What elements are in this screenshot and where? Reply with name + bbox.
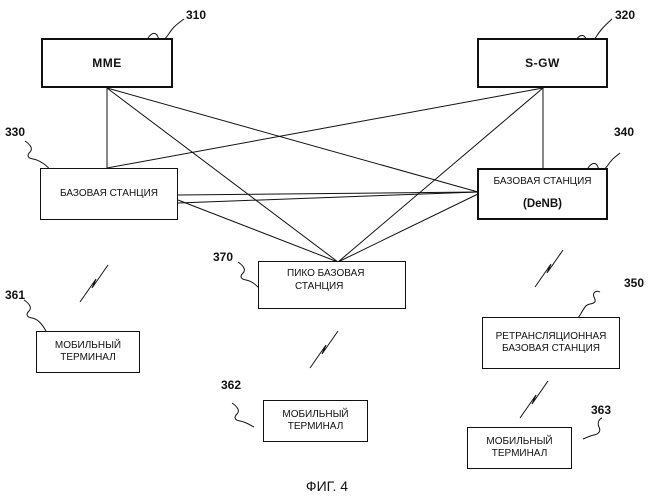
relay-base-station-node: РЕТРАНСЛЯЦИОННАЯ БАЗОВАЯ СТАНЦИЯ	[482, 317, 620, 369]
ref-leader-361	[24, 300, 46, 331]
ref-leader-350	[578, 291, 600, 318]
mme-label: MME	[92, 56, 122, 71]
ref-330: 330	[5, 125, 25, 139]
ref-350: 350	[624, 276, 644, 290]
ref-310: 310	[186, 8, 206, 22]
wireless-link-icon	[520, 381, 548, 418]
denb-node: БАЗОВАЯ СТАНЦИЯ (DeNB)	[477, 168, 608, 220]
pico-label-line1: ПИКО БАЗОВАЯ	[287, 268, 364, 281]
link-denb-pico	[338, 194, 478, 262]
ref-leader-363	[583, 418, 602, 439]
denb-label: БАЗОВАЯ СТАНЦИЯ	[494, 176, 592, 189]
ref-361: 361	[5, 288, 25, 302]
base-station-label: БАЗОВАЯ СТАНЦИЯ	[60, 188, 158, 201]
pico-base-station-node: ПИКО БАЗОВАЯ СТАНЦИЯ	[258, 261, 406, 309]
ref-leader-330	[25, 141, 51, 171]
ref-363: 363	[591, 403, 611, 417]
figure-caption: ФИГ. 4	[0, 478, 654, 494]
denb-sublabel: (DeNB)	[523, 197, 562, 211]
ref-340: 340	[614, 125, 634, 139]
wireless-link-icon	[80, 265, 108, 302]
mobile-terminal-361: МОБИЛЬНЫЙ ТЕРМИНАЛ	[36, 331, 140, 373]
mobile-terminal-363: МОБИЛЬНЫЙ ТЕРМИНАЛ	[467, 427, 572, 469]
mobile-361-label-line2: ТЕРМИНАЛ	[60, 352, 116, 365]
relay-label-line1: РЕТРАНСЛЯЦИОННАЯ	[496, 331, 607, 344]
mobile-terminal-362: МОБИЛЬНЫЙ ТЕРМИНАЛ	[263, 400, 368, 442]
sgw-label: S-GW	[525, 56, 560, 71]
ref-320: 320	[615, 8, 635, 22]
ref-leader-370	[238, 262, 260, 289]
mme-node: MME	[41, 38, 173, 88]
base-station-node: БАЗОВАЯ СТАНЦИЯ	[40, 168, 178, 220]
ref-370: 370	[213, 250, 233, 264]
relay-label-line2: БАЗОВАЯ СТАНЦИЯ	[502, 343, 600, 356]
mobile-361-label-line1: МОБИЛЬНЫЙ	[55, 340, 121, 353]
mobile-362-label-line2: ТЕРМИНАЛ	[288, 421, 344, 434]
wireless-link-icon	[535, 250, 563, 287]
sgw-node: S-GW	[477, 38, 608, 88]
pico-label-line2: СТАНЦИЯ	[295, 281, 343, 294]
mobile-363-label-line1: МОБИЛЬНЫЙ	[486, 436, 552, 449]
ref-362: 362	[221, 378, 241, 392]
wireless-link-icon	[310, 331, 338, 368]
link-sgw-base-station	[107, 88, 543, 168]
mobile-362-label-line1: МОБИЛЬНЫЙ	[282, 409, 348, 422]
mobile-363-label-line2: ТЕРМИНАЛ	[492, 448, 548, 461]
ref-leader-362	[232, 403, 254, 427]
link-base-station-pico	[178, 200, 338, 262]
